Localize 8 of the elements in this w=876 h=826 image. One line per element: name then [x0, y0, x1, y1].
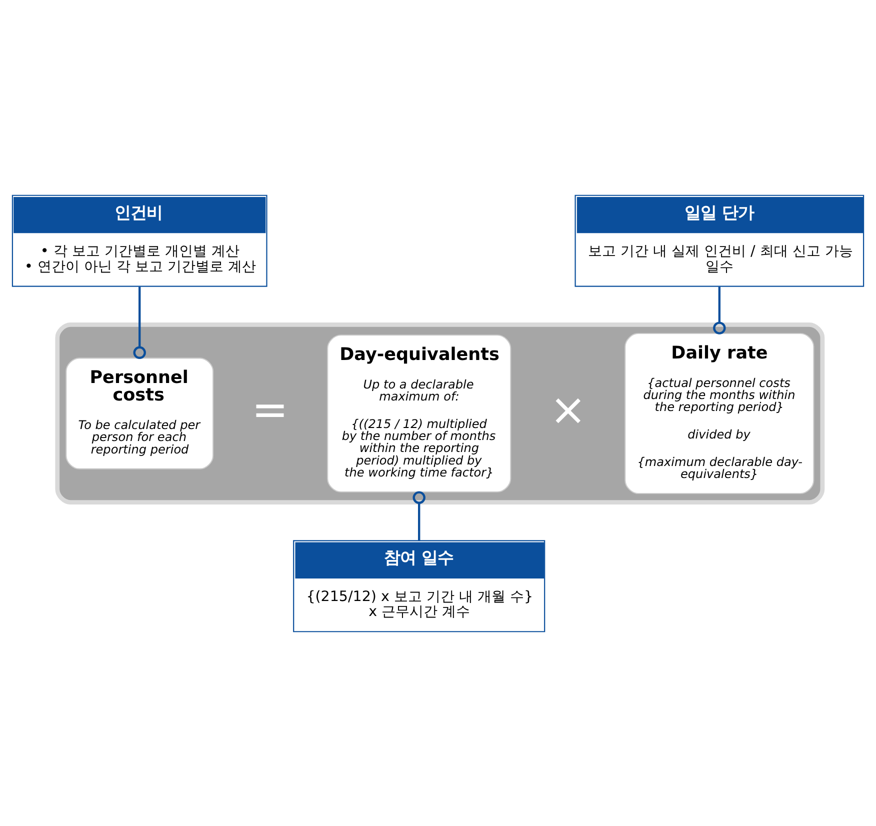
label: × [550, 384, 587, 435]
node-box: Daily rate {actual personnel costs during the months within the reporting period} divided by {maximum declarable day-equivalents} [624, 332, 814, 494]
connector [713, 286, 726, 334]
node-box: Day-equivalents Up to a declarable maximum of: {((215 / 12) multiplied by the number of months within the reporting period) multiplied by the working time factor} [327, 334, 512, 492]
connector [412, 490, 426, 540]
connector [133, 286, 146, 358]
label: = [252, 384, 288, 435]
node-box: Personnel costs To be calculated per person for each reporting period [66, 357, 214, 469]
